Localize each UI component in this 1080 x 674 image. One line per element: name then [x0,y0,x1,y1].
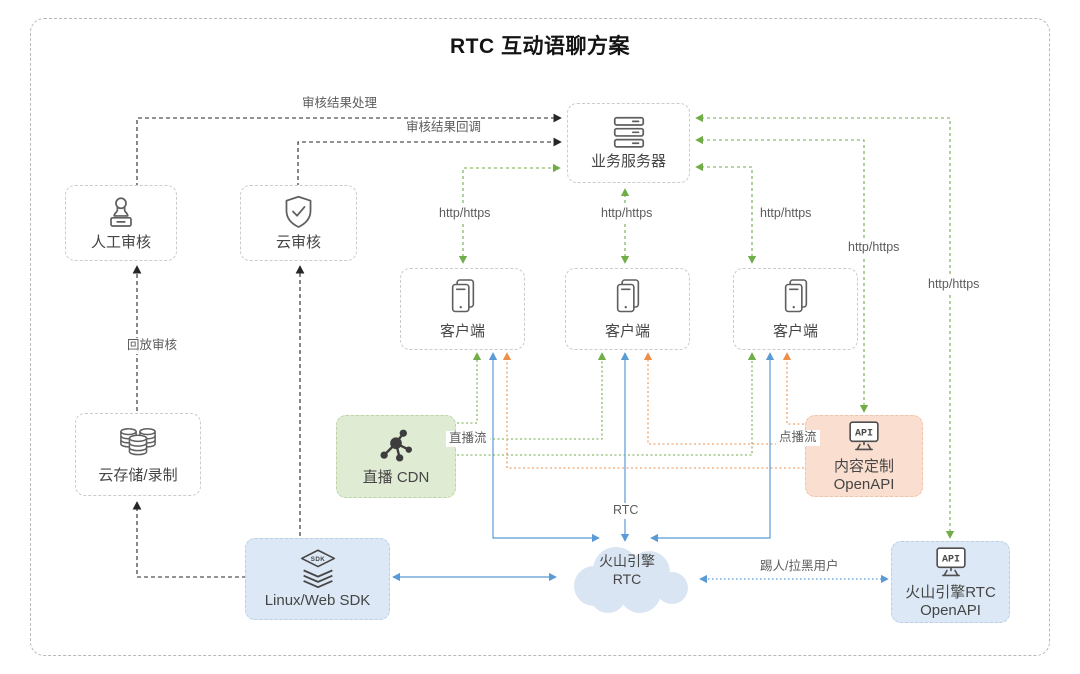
edge-openapi-client1 [502,352,804,469]
client-label: 客户端 [772,323,818,341]
edge-label-vod-stream: 点播流 [776,430,820,446]
node-live-cdn: 直播 CDN [336,415,456,498]
edge-cdn-client2 [457,352,607,440]
cloud-shape [574,547,688,613]
edge-label-http-https-3: http/https [757,206,815,222]
edge-sdk-to-storage [132,501,246,578]
edge-label-http-https-4: http/https [845,240,903,256]
node-cloud-storage: 云存储/录制 [75,413,201,496]
edge-rtc-openapi-server [695,113,955,539]
node-client-2: 客户端 [565,268,690,350]
edge-client3-server [695,162,757,264]
green-stream-edges [457,352,757,456]
edge-client1-server [458,163,561,264]
edge-label-http-https-2: http/https [598,206,656,222]
sdk-layers-icon: SDK [300,549,335,589]
api-icon-text: API [941,554,959,565]
edge-cloud-review-to-server [297,137,562,187]
edge-label-playback-review: 回放审核 [124,338,181,354]
manual-review-label: 人工审核 [90,233,151,251]
smartphone-icon [784,279,807,313]
rtc-cloud-label: 火山引擎 RTC [556,552,698,588]
rtc-openapi-label-1: 火山引擎RTC [905,583,996,601]
shield-check-icon [285,196,312,229]
edge-label-http-https-1: http/https [436,206,494,222]
client-label: 客户端 [439,323,485,341]
green-dashed-edges [458,113,955,539]
content-openapi-label-1: 内容定制 [833,457,894,475]
orange-stream-edges [502,352,804,469]
node-business-server: 业务服务器 [567,103,690,183]
api-monitor-icon: API [849,421,879,451]
edge-cdn-client3 [457,352,757,456]
client-label: 客户端 [604,323,650,341]
sdk-icon-text: SDK [310,556,325,563]
edge-client3-rtc-cloud [650,352,775,543]
diagram-title: RTC 互动语聊方案 [450,35,630,58]
edge-openapi-client3 [782,352,804,425]
node-client-1: 客户端 [400,268,525,350]
api-icon-text: API [855,428,873,439]
node-manual-review: 人工审核 [65,185,177,261]
server-label: 业务服务器 [590,152,666,170]
edge-openapi-client2 [643,352,804,445]
content-openapi-label-2: OpenAPI [833,475,895,493]
api-monitor-icon: API [935,547,966,577]
node-rtc-cloud: 火山引擎 RTC [556,538,698,616]
rtc-cloud-label-2: RTC [612,571,642,588]
edge-client1-rtc-cloud [488,352,600,543]
edge-label-http-https-5: http/https [925,277,983,293]
rtc-openapi-label-2: OpenAPI [920,601,981,619]
node-rtc-openapi: API 火山引擎RTC OpenAPI [891,541,1010,623]
edge-label-kick-blacklist: 踢人/拉黑用户 [757,559,842,575]
stamp-icon [110,197,132,227]
node-client-3: 客户端 [733,268,858,350]
rtc-cloud-label-1: 火山引擎 [599,553,655,569]
network-nodes-icon [380,429,412,462]
blue-rtc-edges [392,352,889,584]
node-cloud-review: 云审核 [240,185,357,261]
edge-label-rtc: RTC [610,503,642,519]
node-linux-web-sdk: SDK Linux/Web SDK [245,538,390,620]
node-content-openapi: API 内容定制 OpenAPI [805,415,923,497]
edge-label-live-stream: 直播流 [446,431,490,447]
linux-web-sdk-label: Linux/Web SDK [264,592,371,610]
cloud-review-label: 云审核 [275,234,321,252]
edge-manual-review-to-server [136,113,562,187]
edge-cdn-client1 [457,352,482,424]
edge-label-review-result-callback: 审核结果回调 [403,120,485,136]
server-icon [613,116,644,148]
smartphone-icon [616,279,639,313]
diagram-border [30,18,1050,656]
edge-label-review-result-handling: 审核结果处理 [299,96,381,112]
database-icon [120,427,156,456]
black-dashed-edges [132,113,562,578]
live-cdn-label: 直播 CDN [362,468,430,486]
cloud-storage-label: 云存储/录制 [98,466,178,484]
smartphone-icon [451,279,474,313]
